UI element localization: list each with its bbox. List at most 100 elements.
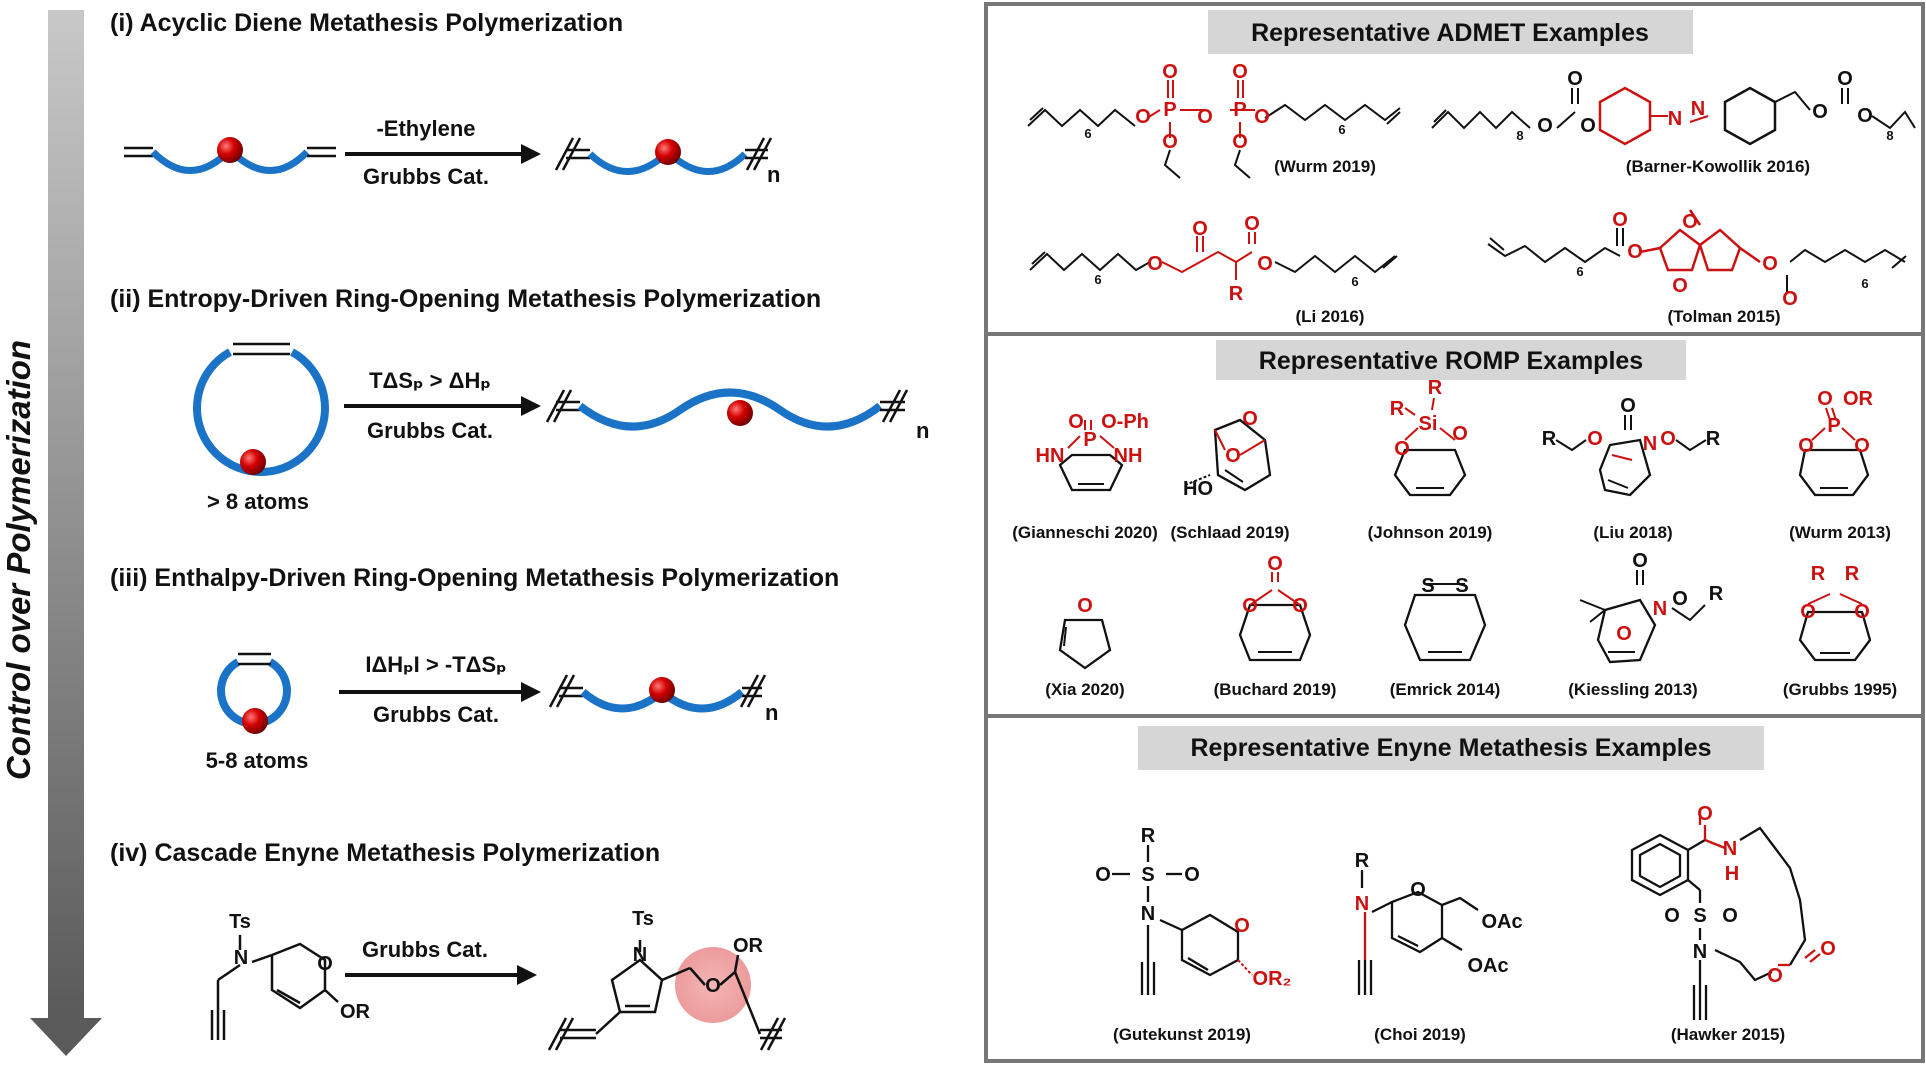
panel-banner: Representative Enyne Metathesis Examples <box>1190 734 1711 762</box>
svg-text:N: N <box>1141 903 1155 925</box>
example-kiessling-2013: O N O R O (Kiessling 2013) <box>1568 550 1724 699</box>
example-schlaad-2019: HO O O (Schlaad 2019) <box>1170 408 1289 542</box>
repeat-subscript: n <box>916 418 929 443</box>
svg-text:O: O <box>1854 435 1870 457</box>
panel-banner: Representative ADMET Examples <box>1251 19 1649 47</box>
svg-text:O: O <box>1232 131 1248 153</box>
section-ed-romp: (ii) Entropy-Driven Ring-Opening Metathe… <box>110 285 929 514</box>
side-label: Control over Polymerization <box>0 340 37 780</box>
label-o: O <box>317 953 333 975</box>
example-wurm-2019: O P O O O O P O O O 6 6 (Wurm 2019) <box>1027 61 1401 179</box>
svg-text:N: N <box>1668 108 1682 130</box>
condition-bottom: Grubbs Cat. <box>373 702 499 727</box>
condition-top: IΔHₚI > -TΔSₚ <box>365 652 506 677</box>
panel-enyne: Representative Enyne Metathesis Examples… <box>1095 726 1836 1044</box>
example-gutekunst-2019: R S O O N O OR₂ (Gutekunst 2019) <box>1095 825 1291 1044</box>
svg-text:O: O <box>1612 209 1628 231</box>
svg-text:O: O <box>1682 211 1698 233</box>
svg-text:8: 8 <box>1886 128 1893 143</box>
citation: (Johnson 2019) <box>1368 523 1493 542</box>
ring-size-label: > 8 atoms <box>207 489 309 514</box>
citation: (Emrick 2014) <box>1390 680 1501 699</box>
svg-text:NH: NH <box>1114 445 1143 467</box>
svg-text:R: R <box>1428 377 1443 399</box>
svg-text:R: R <box>1141 825 1156 847</box>
svg-text:O: O <box>1620 395 1636 417</box>
label-ts: Ts <box>229 911 251 933</box>
svg-text:8: 8 <box>1516 128 1523 143</box>
svg-text:O: O <box>1664 905 1680 927</box>
example-wurm-2013: O OR P O O (Wurm 2013) <box>1789 388 1891 542</box>
svg-text:O: O <box>1192 218 1208 240</box>
citation: (Grubbs 1995) <box>1783 680 1897 699</box>
svg-text:O: O <box>1812 101 1828 123</box>
example-barner-kowollik-2016: O O O N N O O O 8 8 (Barner-Kowollik 201… <box>1431 68 1916 176</box>
example-gianneschi-2020: O O-Ph HN P NH (Gianneschi 2020) <box>1012 411 1158 542</box>
svg-text:HO: HO <box>1183 478 1213 500</box>
cemp-polymer <box>547 940 787 1051</box>
citation: (Buchard 2019) <box>1214 680 1337 699</box>
citation: (Li 2016) <box>1296 307 1365 326</box>
macrocycle <box>193 342 329 476</box>
svg-text:O: O <box>1616 623 1632 645</box>
svg-text:O: O <box>1762 253 1778 275</box>
repeat-subscript: n <box>765 700 778 725</box>
product-n: N <box>633 944 647 966</box>
svg-text:O: O <box>1410 879 1426 901</box>
svg-text:O: O <box>1627 241 1643 263</box>
svg-text:6: 6 <box>1351 274 1358 289</box>
svg-text:O: O <box>1095 864 1111 886</box>
polymer-product <box>554 137 773 175</box>
example-tolman-2015: O O O O O O 6 6 (Tolman 2015) <box>1487 209 1907 326</box>
svg-text:OAc: OAc <box>1481 911 1522 933</box>
svg-text:O: O <box>1135 106 1151 128</box>
svg-text:O: O <box>1147 253 1163 275</box>
svg-text:O: O <box>1234 915 1250 937</box>
svg-text:O: O <box>1857 105 1873 127</box>
svg-text:Si: Si <box>1419 413 1438 435</box>
svg-text:R: R <box>1542 428 1557 450</box>
svg-text:O: O <box>1254 106 1270 128</box>
svg-text:R: R <box>1229 283 1244 305</box>
svg-text:O: O <box>1820 938 1836 960</box>
svg-text:H: H <box>1725 863 1739 885</box>
condition-bottom: Grubbs Cat. <box>367 418 493 443</box>
svg-text:P: P <box>1827 415 1840 437</box>
polymer-product <box>548 674 767 713</box>
svg-text:R: R <box>1709 583 1724 605</box>
example-emrick-2014: S S (Emrick 2014) <box>1390 575 1501 699</box>
control-arrow <box>30 10 102 1056</box>
svg-text:P: P <box>1163 99 1176 121</box>
svg-text:O: O <box>1660 428 1676 450</box>
svg-text:O: O <box>1697 803 1713 825</box>
citation: (Schlaad 2019) <box>1170 523 1289 542</box>
svg-text:S: S <box>1141 864 1154 886</box>
citation: (Choi 2019) <box>1374 1025 1466 1044</box>
svg-text:O: O <box>1537 115 1553 137</box>
svg-text:O: O <box>1837 68 1853 90</box>
citation: (Gianneschi 2020) <box>1012 523 1158 542</box>
svg-text:O: O <box>1800 601 1816 623</box>
svg-text:6: 6 <box>1576 264 1583 279</box>
svg-text:6: 6 <box>1084 126 1091 141</box>
svg-text:6: 6 <box>1094 272 1101 287</box>
citation: (Tolman 2015) <box>1667 307 1780 326</box>
example-choi-2019: R N O OAc OAc (Choi 2019) <box>1355 850 1523 1044</box>
polymer-product <box>545 388 909 431</box>
svg-text:O: O <box>1587 428 1603 450</box>
svg-text:O: O <box>1782 288 1798 310</box>
label-or: OR <box>340 1001 371 1023</box>
product-ts: Ts <box>632 908 654 930</box>
svg-text:O: O <box>1232 61 1248 83</box>
svg-text:O: O <box>1580 115 1596 137</box>
panel-banner: Representative ROMP Examples <box>1259 347 1643 375</box>
svg-text:O: O <box>1672 275 1688 297</box>
svg-text:O: O <box>1798 435 1814 457</box>
section-title: (iii) Enthalpy-Driven Ring-Opening Metat… <box>110 564 839 592</box>
product-o: O <box>705 975 721 997</box>
example-grubbs-1995: R R O O (Grubbs 1995) <box>1783 563 1897 699</box>
svg-text:O: O <box>1244 213 1260 235</box>
citation: (Kiessling 2013) <box>1568 680 1697 699</box>
example-buchard-2019: O O O (Buchard 2019) <box>1214 553 1337 699</box>
